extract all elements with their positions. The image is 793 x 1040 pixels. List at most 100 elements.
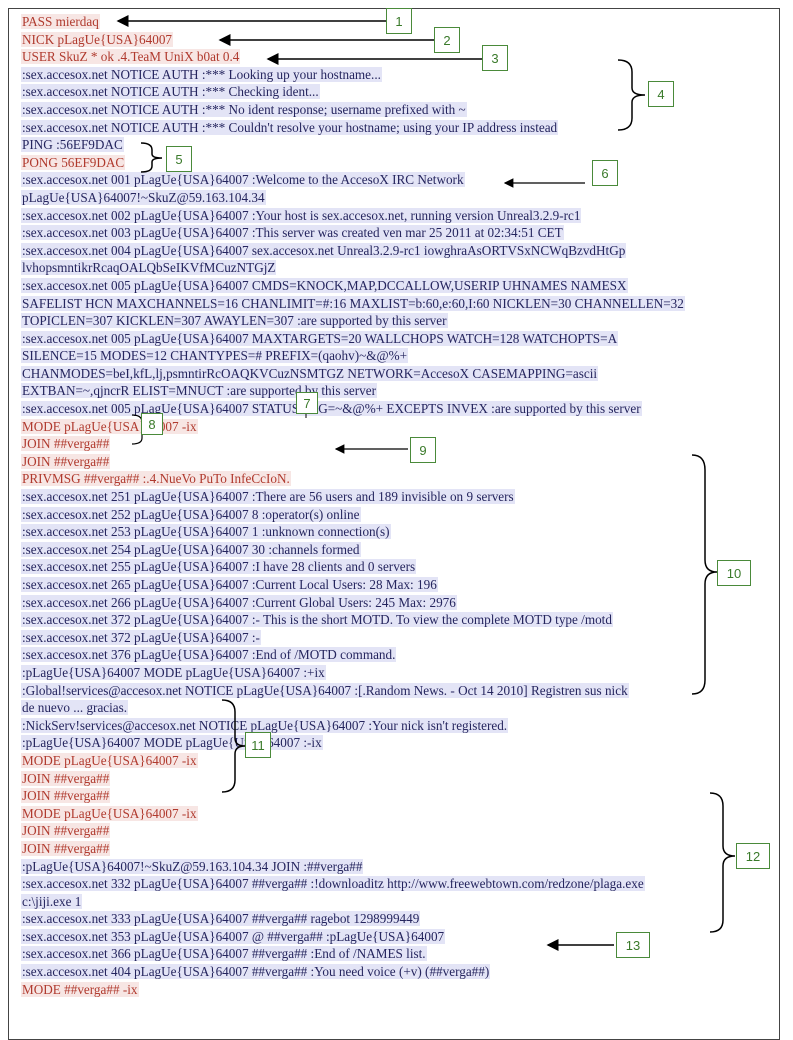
log-line-text: :sex.accesox.net 005 pLagUe{USA}64007 MA…	[21, 330, 619, 346]
callout-5: 5	[166, 146, 192, 172]
server-response-line: :sex.accesox.net 266 pLagUe{USA}64007 :C…	[21, 594, 766, 612]
server-response-line: PING :56EF9DAC	[21, 136, 766, 154]
server-response-line: :sex.accesox.net 002 pLagUe{USA}64007 :Y…	[21, 207, 766, 225]
log-line-text: :sex.accesox.net NOTICE AUTH :*** Couldn…	[21, 119, 559, 135]
client-command-line: USER SkuZ * ok .4.TeaM UniX b0at 0.4	[21, 48, 766, 66]
server-response-line: de nuevo ... gracias.	[21, 699, 766, 717]
server-response-line: SAFELIST HCN MAXCHANNELS=16 CHANLIMIT=#:…	[21, 295, 766, 313]
log-line-text: JOIN ##verga##	[21, 840, 111, 856]
server-response-line: :pLagUe{USA}64007!~SkuZ@59.163.104.34 JO…	[21, 858, 766, 876]
server-response-line: :NickServ!services@accesox.net NOTICE pL…	[21, 717, 766, 735]
server-response-line: :pLagUe{USA}64007 MODE pLagUe{USA}64007 …	[21, 734, 766, 752]
callout-11: 11	[245, 732, 271, 758]
log-line-text: PRIVMSG ##verga## :.4.NueVo PuTo InfeCcI…	[21, 471, 291, 487]
log-line-text: MODE pLagUe{USA}64007 -ix	[21, 752, 198, 768]
server-response-line: SILENCE=15 MODES=12 CHANTYPES=# PREFIX=(…	[21, 347, 766, 365]
client-command-line: MODE ##verga## -ix	[21, 981, 766, 999]
server-response-line: :sex.accesox.net NOTICE AUTH :*** Couldn…	[21, 119, 766, 137]
server-response-line: :sex.accesox.net NOTICE AUTH :*** Lookin…	[21, 66, 766, 84]
callout-8: 8	[141, 413, 163, 435]
log-line-text: PONG 56EF9DAC	[21, 154, 126, 170]
client-command-line: JOIN ##verga##	[21, 822, 766, 840]
log-line-text: JOIN ##verga##	[21, 823, 111, 839]
log-line-text: :NickServ!services@accesox.net NOTICE pL…	[21, 717, 509, 733]
client-command-line: MODE pLagUe{USA}64007 -ix	[21, 418, 766, 436]
server-response-line: :sex.accesox.net 005 pLagUe{USA}64007 MA…	[21, 330, 766, 348]
server-response-line: :sex.accesox.net 265 pLagUe{USA}64007 :C…	[21, 576, 766, 594]
log-line-text: EXTBAN=~,qjncrR ELIST=MNUCT :are support…	[21, 383, 377, 399]
log-line-text: :sex.accesox.net NOTICE AUTH :*** Lookin…	[21, 66, 382, 82]
server-response-line: :sex.accesox.net 353 pLagUe{USA}64007 @ …	[21, 928, 766, 946]
log-line-text: :Global!services@accesox.net NOTICE pLag…	[21, 682, 629, 698]
log-line-text: JOIN ##verga##	[21, 788, 111, 804]
log-line-text: TOPICLEN=307 KICKLEN=307 AWAYLEN=307 :ar…	[21, 313, 448, 329]
server-response-line: :Global!services@accesox.net NOTICE pLag…	[21, 682, 766, 700]
callout-6: 6	[592, 160, 618, 186]
log-line-text: JOIN ##verga##	[21, 770, 111, 786]
log-line-text: :sex.accesox.net 253 pLagUe{USA}64007 1 …	[21, 524, 391, 540]
server-response-line: :sex.accesox.net 333 pLagUe{USA}64007 ##…	[21, 910, 766, 928]
server-response-line: :sex.accesox.net 372 pLagUe{USA}64007 :-	[21, 629, 766, 647]
server-response-line: :sex.accesox.net 404 pLagUe{USA}64007 ##…	[21, 963, 766, 981]
log-line-text: :sex.accesox.net 266 pLagUe{USA}64007 :C…	[21, 594, 457, 610]
log-line-text: :pLagUe{USA}64007 MODE pLagUe{USA}64007 …	[21, 664, 326, 680]
server-response-line: lvhopsmntikrRcaqOALQbSeIKVfMCuzNTGjZ	[21, 259, 766, 277]
server-response-line: c:\jiji.exe 1	[21, 893, 766, 911]
log-line-text: SAFELIST HCN MAXCHANNELS=16 CHANLIMIT=#:…	[21, 295, 685, 311]
log-line-text: JOIN ##verga##	[21, 453, 111, 469]
callout-3: 3	[482, 45, 508, 71]
log-line-text: :pLagUe{USA}64007!~SkuZ@59.163.104.34 JO…	[21, 858, 364, 874]
log-line-text: MODE pLagUe{USA}64007 -ix	[21, 805, 198, 821]
server-response-line: :sex.accesox.net 376 pLagUe{USA}64007 :E…	[21, 646, 766, 664]
callout-12: 12	[736, 843, 770, 869]
server-response-line: :sex.accesox.net 366 pLagUe{USA}64007 ##…	[21, 945, 766, 963]
callout-1: 1	[386, 8, 412, 34]
callout-10: 10	[717, 560, 751, 586]
log-line-text: pLagUe{USA}64007!~SkuZ@59.163.104.34	[21, 189, 266, 205]
log-line-text: :sex.accesox.net 404 pLagUe{USA}64007 ##…	[21, 964, 491, 980]
client-command-line: JOIN ##verga##	[21, 787, 766, 805]
server-response-line: TOPICLEN=307 KICKLEN=307 AWAYLEN=307 :ar…	[21, 312, 766, 330]
log-line-text: :sex.accesox.net NOTICE AUTH :*** No ide…	[21, 101, 467, 117]
client-command-line: JOIN ##verga##	[21, 770, 766, 788]
log-line-text: :sex.accesox.net NOTICE AUTH :*** Checki…	[21, 84, 320, 100]
server-response-line: :sex.accesox.net 254 pLagUe{USA}64007 30…	[21, 541, 766, 559]
log-line-text: :sex.accesox.net 372 pLagUe{USA}64007 :-	[21, 629, 261, 645]
log-line-text: :sex.accesox.net 265 pLagUe{USA}64007 :C…	[21, 577, 438, 592]
callout-4: 4	[648, 81, 674, 107]
log-line-text: :sex.accesox.net 366 pLagUe{USA}64007 ##…	[21, 946, 427, 962]
server-response-line: :sex.accesox.net 255 pLagUe{USA}64007 :I…	[21, 558, 766, 576]
log-line-text: :sex.accesox.net 255 pLagUe{USA}64007 :I…	[21, 559, 417, 575]
log-line-text: :sex.accesox.net 252 pLagUe{USA}64007 8 …	[21, 506, 361, 522]
server-response-line: :sex.accesox.net 005 pLagUe{USA}64007 ST…	[21, 400, 766, 418]
log-line-text: :sex.accesox.net 005 pLagUe{USA}64007 ST…	[21, 401, 642, 417]
log-line-text: MODE pLagUe{USA}64007 -ix	[21, 418, 198, 434]
log-line-text: lvhopsmntikrRcaqOALQbSeIKVfMCuzNTGjZ	[21, 260, 277, 276]
log-line-text: :sex.accesox.net 005 pLagUe{USA}64007 CM…	[21, 277, 628, 293]
server-response-line: :sex.accesox.net 004 pLagUe{USA}64007 se…	[21, 242, 766, 260]
log-line-text: :sex.accesox.net 251 pLagUe{USA}64007 :T…	[21, 489, 515, 505]
server-response-line: :sex.accesox.net 251 pLagUe{USA}64007 :T…	[21, 488, 766, 506]
client-command-line: JOIN ##verga##	[21, 453, 766, 471]
log-line-text: :pLagUe{USA}64007 MODE pLagUe{USA}64007 …	[21, 735, 323, 751]
log-line-text: :sex.accesox.net 353 pLagUe{USA}64007 @ …	[21, 928, 446, 944]
callout-9: 9	[410, 437, 436, 463]
log-line-text: :sex.accesox.net 004 pLagUe{USA}64007 se…	[21, 242, 627, 258]
server-response-line: :sex.accesox.net 001 pLagUe{USA}64007 :W…	[21, 171, 766, 189]
log-line-text: :sex.accesox.net 332 pLagUe{USA}64007 ##…	[21, 876, 645, 892]
log-line-text: JOIN ##verga##	[21, 436, 111, 452]
log-line-text: de nuevo ... gracias.	[21, 700, 129, 716]
log-line-text: :sex.accesox.net 003 pLagUe{USA}64007 :T…	[21, 225, 564, 241]
server-response-line: :sex.accesox.net 003 pLagUe{USA}64007 :T…	[21, 224, 766, 242]
log-line-text: :sex.accesox.net 372 pLagUe{USA}64007 :-…	[21, 612, 613, 628]
log-line-text: MODE ##verga## -ix	[21, 981, 139, 997]
server-response-line: CHANMODES=beI,kfL,lj,psmntirRcOAQKVCuzNS…	[21, 365, 766, 383]
server-response-line: EXTBAN=~,qjncrR ELIST=MNUCT :are support…	[21, 382, 766, 400]
client-command-line: NICK pLagUe{USA}64007	[21, 31, 766, 49]
client-command-line: PASS mierdaq	[21, 13, 766, 31]
log-line-text: :sex.accesox.net 254 pLagUe{USA}64007 30…	[21, 541, 361, 557]
server-response-line: :sex.accesox.net 252 pLagUe{USA}64007 8 …	[21, 506, 766, 524]
callout-7: 7	[296, 392, 318, 414]
server-response-line: :pLagUe{USA}64007 MODE pLagUe{USA}64007 …	[21, 664, 766, 682]
